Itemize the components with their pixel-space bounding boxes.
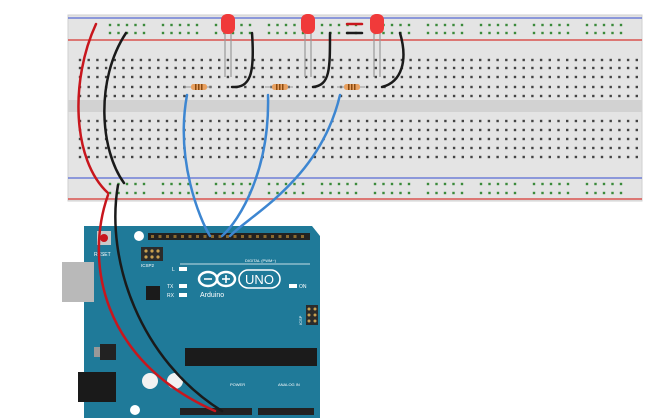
rx-label: RX — [167, 293, 175, 299]
analog-label: ANALOG IN — [278, 382, 300, 387]
wire-red-power — [97, 193, 217, 413]
analog-header — [258, 408, 314, 415]
power-jack — [78, 372, 116, 402]
icsp-label: ICSP — [298, 315, 303, 325]
uno-logo-text: UNO — [245, 272, 274, 287]
mount-hole — [134, 231, 144, 241]
arduino-logo-text: Arduino — [200, 292, 224, 299]
on-label: ON — [299, 284, 307, 290]
reset-button-cap[interactable] — [100, 234, 108, 242]
center-channel — [68, 100, 642, 112]
wire-red-rail — [77, 22, 110, 195]
red-led — [301, 14, 315, 34]
wire-black-rail — [103, 31, 128, 185]
wire-black-power — [114, 183, 224, 413]
wire-blue-led1 — [182, 93, 212, 238]
icsp2-label: ICSP2 — [141, 263, 155, 268]
l-led — [179, 267, 187, 271]
wire-black-led3 — [380, 31, 405, 89]
usb-port — [62, 262, 94, 302]
led-assembly — [337, 14, 384, 90]
led-assembly — [265, 14, 315, 90]
red-led — [221, 14, 235, 34]
led-assembly — [184, 14, 235, 90]
capacitor — [142, 373, 158, 389]
rx-led — [179, 293, 187, 297]
wire-blue-led3 — [228, 93, 342, 238]
wire-black-led1 — [230, 31, 255, 89]
arduino-board: RESET ICSP2 DIGITAL (PWM~) L TX RX ON — [62, 226, 320, 418]
reset-label: RESET — [94, 252, 111, 258]
capacitor — [167, 373, 183, 389]
icsp2-header — [141, 247, 163, 261]
wire-black-led2 — [311, 31, 332, 89]
mount-hole — [130, 405, 140, 415]
breadboard-holes — [78, 23, 638, 195]
l-label: L — [172, 267, 175, 273]
tx-led — [179, 284, 187, 288]
arduino-logo: UNO Arduino — [197, 269, 281, 299]
chip — [146, 286, 160, 300]
atmega-chip — [185, 348, 317, 366]
breadboard — [67, 14, 643, 202]
digital-label: DIGITAL (PWM~) — [245, 258, 277, 263]
red-led — [370, 14, 384, 34]
tx-label: TX — [167, 284, 174, 290]
power-label: POWER — [230, 382, 245, 387]
wire-blue-led2 — [220, 93, 270, 238]
wires — [77, 22, 405, 413]
icsp-header — [306, 305, 318, 325]
on-led — [289, 284, 297, 288]
voltage-regulator — [100, 344, 116, 360]
